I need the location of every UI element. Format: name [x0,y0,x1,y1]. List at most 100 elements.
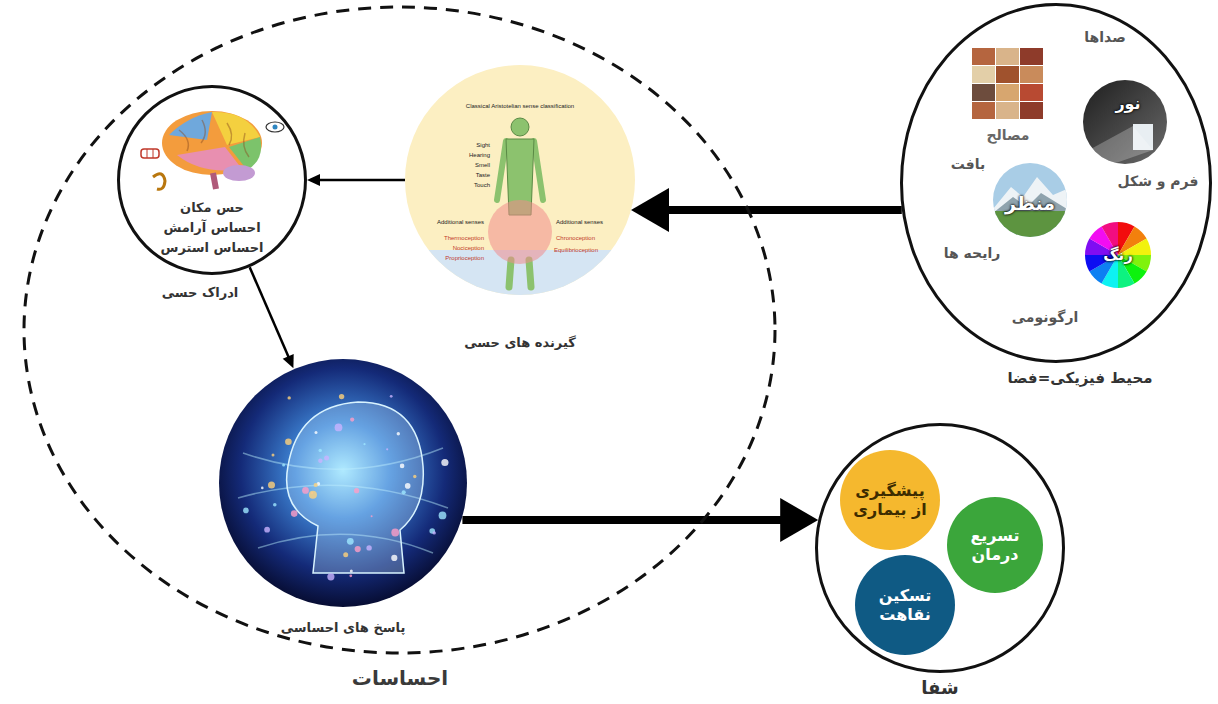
node-title: گیرنده های حسی [464,335,576,351]
illustration-part [169,112,212,140]
illustration-part [268,481,275,488]
circle-node: مصالح [972,48,1044,150]
illustration-part [817,425,1064,672]
illustration-part [285,438,292,445]
illustration-part [429,528,435,534]
illustration-part [1089,126,1153,164]
perception-item: احساس آرامش [163,220,260,236]
illustration-part [996,48,1019,65]
illustration-part [354,488,359,493]
illustration-part [1020,48,1043,65]
illustration-part [343,552,348,557]
node-title: شفا [921,677,958,700]
sense-label: Sight [476,142,490,149]
illustration-part [162,111,262,175]
illustration-part [511,118,529,136]
region-title: احساسات [352,666,448,691]
arrow-head [780,498,818,542]
illustration-part [309,491,317,499]
connector-arrow [307,174,405,186]
sense-label: Additional senses [556,219,603,226]
illustration-part [441,459,448,466]
node-title: محیط فیزیکی=فضا [1007,369,1152,388]
illustration-part [488,200,552,264]
illustration-part [402,490,406,494]
illustration-part [363,443,365,445]
illustration-part [1083,80,1167,164]
illustration-part [509,260,531,287]
illustration-part [141,149,159,158]
illustration-part [327,573,334,580]
node-outline [405,65,635,295]
connector-line [319,179,405,182]
environment-factor: صداها [1084,29,1125,47]
illustration-part [439,512,447,520]
connector-arrow [462,498,818,542]
illustration-part [391,529,399,537]
illustration-part [947,497,1043,593]
illustration-part [391,555,397,561]
circle-node: رنگ [1085,222,1151,288]
environment-factor: فرم و شکل [1118,173,1199,191]
illustration-part [219,359,467,607]
illustration-part [318,459,322,463]
illustration-part [972,84,995,101]
environment-factor: نور [1115,94,1140,114]
illustration-part [223,165,255,181]
connector-arrow [631,188,902,232]
illustration-part [314,483,318,487]
sense-label: Hearing [469,152,490,159]
environment-factor: ارگونومی [1012,309,1079,327]
sense-label: Touch [474,182,490,189]
illustration-part [972,102,995,119]
illustration-part [1020,102,1043,119]
sense-label: Additional senses [437,219,484,226]
illustration-part [349,574,352,577]
illustration-part [153,174,165,190]
sense-label: Thermoception [444,235,484,242]
circle-node: احساساتحس مکاناحساس آرامشاحساس استرسادرا… [22,5,777,655]
illustration-part [366,545,371,550]
illustration-part [291,510,298,517]
illustration-part [390,395,393,398]
sense-label: Smell [475,162,490,169]
sense-label: Chronoception [556,235,595,242]
illustration-part [993,163,1067,237]
node-outline [218,358,468,608]
outcome-text: تسریع درمان [955,526,1035,564]
illustration-part [339,394,344,399]
connector-line [665,206,902,214]
illustration-part [996,84,1019,101]
circle-node: حس مکاناحساس آرامشاحساس استرسادراک حسی [117,85,307,275]
sense-label: Taste [476,172,490,179]
circle-node: تسکین نقاهت [855,555,955,655]
connector-arrow [250,267,294,368]
illustration-part [179,120,249,157]
circle-node: شفاپیشگیری از بیماریتسریع درمانتسکین نقا… [815,423,1065,673]
illustration-part [147,149,153,158]
outcome-text: تسکین نقاهت [863,586,947,624]
circle-node: صداهابافتفرم و شکلرایحه هاارگونومیمحیط ف… [900,3,1212,363]
sense-label: Nociception [453,245,484,252]
illustration-part [993,211,1067,237]
illustration-part [371,515,373,517]
illustration-part [302,487,309,494]
illustration-part [319,449,322,452]
sense-label: Equilibrioception [554,247,598,254]
illustration-part [855,555,955,655]
circle-node: منظر [993,163,1067,237]
node-title: پاسخ های احساسی [281,620,406,636]
environment-factor: رایحه ها [944,245,1001,263]
illustration-part [350,570,353,573]
arrow-head [631,188,669,232]
illustration-part [266,122,284,132]
illustration-part [972,48,995,65]
illustration-part [272,454,275,457]
illustration-part [119,87,306,274]
illustration-part [996,66,1019,83]
arrow-head [307,174,320,186]
illustration-part [335,424,343,432]
arrow-head [283,354,294,368]
illustration-part [273,503,277,507]
